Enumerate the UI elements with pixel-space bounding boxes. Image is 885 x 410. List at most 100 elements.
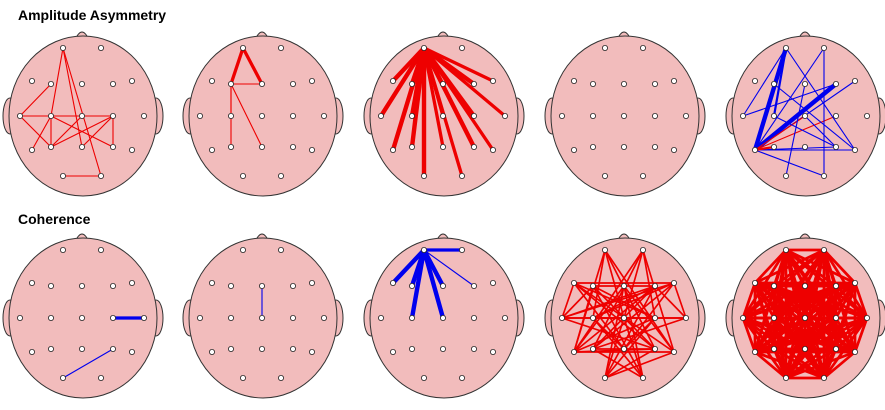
electrode-Fz [802, 81, 807, 86]
electrode-Fz [259, 81, 264, 86]
electrode-Pz [79, 346, 84, 351]
electrode-Fz [79, 81, 84, 86]
electrode-C4 [652, 315, 657, 320]
electrode-O2 [640, 173, 645, 178]
electrode-O2 [278, 173, 283, 178]
electrode-T4 [502, 315, 507, 320]
electrode-O1 [60, 173, 65, 178]
electrode-Cz [621, 315, 626, 320]
electrode-C4 [290, 113, 295, 118]
electrode-Fp2 [278, 45, 283, 50]
electrode-C3 [590, 113, 595, 118]
electrode-F7 [571, 280, 576, 285]
electrode-T4 [502, 113, 507, 118]
electrode-T4 [321, 315, 326, 320]
electrode-T4 [683, 315, 688, 320]
electrode-T3 [197, 113, 202, 118]
electrode-Fp1 [60, 45, 65, 50]
electrode-Cz [802, 113, 807, 118]
electrode-P4 [833, 346, 838, 351]
electrode-F4 [110, 81, 115, 86]
electrode-T4 [321, 113, 326, 118]
electrode-P4 [110, 144, 115, 149]
electrode-T6 [490, 349, 495, 354]
electrode-F8 [309, 78, 314, 83]
electrode-P3 [409, 144, 414, 149]
electrode-P3 [771, 346, 776, 351]
coherence-map-2 [180, 228, 346, 410]
electrode-F4 [471, 283, 476, 288]
electrode-Cz [440, 113, 445, 118]
electrode-F4 [290, 283, 295, 288]
electrode-Pz [440, 144, 445, 149]
coherence-map-1 [0, 228, 166, 410]
electrode-T4 [141, 113, 146, 118]
electrode-T6 [309, 349, 314, 354]
electrode-O2 [98, 173, 103, 178]
electrode-O1 [421, 173, 426, 178]
electrode-O2 [459, 375, 464, 380]
electrode-Cz [79, 315, 84, 320]
electrode-F7 [752, 78, 757, 83]
electrode-O1 [421, 375, 426, 380]
electrode-P4 [652, 144, 657, 149]
electrode-F7 [390, 280, 395, 285]
electrode-Fp1 [421, 247, 426, 252]
electrode-Fz [802, 283, 807, 288]
electrode-C3 [228, 315, 233, 320]
electrode-T3 [17, 315, 22, 320]
electrode-Fz [259, 283, 264, 288]
electrode-T6 [490, 147, 495, 152]
electrode-Fp2 [98, 247, 103, 252]
electrode-F4 [110, 283, 115, 288]
amplitude-asymmetry-map-5 [723, 26, 885, 208]
electrode-C3 [409, 315, 414, 320]
electrode-P3 [228, 346, 233, 351]
electrode-T6 [671, 147, 676, 152]
electrode-C3 [48, 113, 53, 118]
electrode-Fp1 [602, 45, 607, 50]
electrode-F3 [228, 283, 233, 288]
electrode-Fz [440, 81, 445, 86]
electrode-C3 [409, 113, 414, 118]
electrode-P4 [290, 346, 295, 351]
electrode-T6 [671, 349, 676, 354]
amplitude-asymmetry-map-2 [180, 26, 346, 208]
electrode-T3 [378, 113, 383, 118]
electrode-Fz [440, 283, 445, 288]
electrode-Pz [802, 144, 807, 149]
electrode-F3 [590, 81, 595, 86]
electrode-Cz [259, 113, 264, 118]
electrode-Cz [621, 113, 626, 118]
electrode-F3 [409, 81, 414, 86]
electrode-F8 [129, 78, 134, 83]
amplitude-asymmetry-map-1 [0, 26, 166, 208]
electrode-O1 [240, 173, 245, 178]
electrode-Cz [79, 113, 84, 118]
electrode-Pz [79, 144, 84, 149]
electrode-T5 [209, 147, 214, 152]
electrode-C4 [110, 113, 115, 118]
amplitude-asymmetry-map-4 [542, 26, 708, 208]
electrode-T6 [129, 147, 134, 152]
electrode-T4 [864, 113, 869, 118]
electrode-Pz [440, 346, 445, 351]
electrode-O2 [278, 375, 283, 380]
electrode-F7 [29, 280, 34, 285]
electrode-P4 [652, 346, 657, 351]
electrode-Cz [440, 315, 445, 320]
electrode-Fp1 [60, 247, 65, 252]
electrode-F4 [471, 81, 476, 86]
electrode-Pz [621, 144, 626, 149]
electrode-F4 [833, 81, 838, 86]
electrode-T6 [309, 147, 314, 152]
electrode-F7 [752, 280, 757, 285]
electrode-P3 [48, 346, 53, 351]
amplitude-asymmetry-map-3 [361, 26, 527, 208]
electrode-T6 [129, 349, 134, 354]
electrode-Fp1 [240, 45, 245, 50]
electrode-P4 [110, 346, 115, 351]
electrode-T6 [852, 349, 857, 354]
electrode-T5 [571, 349, 576, 354]
electrode-P4 [290, 144, 295, 149]
